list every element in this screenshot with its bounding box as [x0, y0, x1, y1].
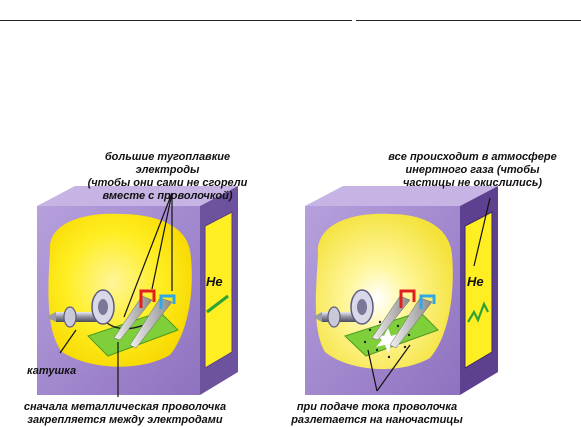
right-top-caption: все происходит в атмосфере инертного газ… — [388, 151, 557, 189]
right-he-zigzag — [467, 301, 489, 323]
top-rule-right — [356, 20, 581, 21]
left-blue-clip — [159, 294, 176, 309]
right-chamber — [305, 186, 498, 395]
left-electrode-2 — [129, 297, 173, 349]
coil-label: катушка — [27, 365, 77, 377]
left-he-wire — [206, 294, 229, 314]
right-electrode-2 — [389, 297, 433, 349]
right-coil — [313, 289, 374, 328]
right-he-label: He — [467, 274, 484, 289]
left-chamber — [37, 186, 238, 395]
top-rule-left — [0, 20, 352, 21]
left-red-clip — [139, 289, 156, 308]
right-bottom-caption: при подаче тока проволочка разлетается н… — [291, 401, 463, 426]
right-side-window — [464, 211, 493, 369]
left-bottom-caption: сначала металлическая проволочка закрепл… — [23, 401, 227, 426]
left-side-window — [204, 211, 233, 369]
left-he-label: He — [206, 274, 223, 289]
left-top-caption: большие тугоплавкие электроды (чтобы они… — [87, 151, 248, 202]
left-chamber-top — [37, 186, 238, 206]
right-chamber-top — [305, 186, 498, 206]
right-red-clip — [399, 289, 416, 308]
right-blue-clip — [419, 294, 436, 309]
left-coil — [46, 289, 115, 328]
pointer-lines — [59, 192, 491, 397]
explosion-burst — [363, 320, 411, 359]
